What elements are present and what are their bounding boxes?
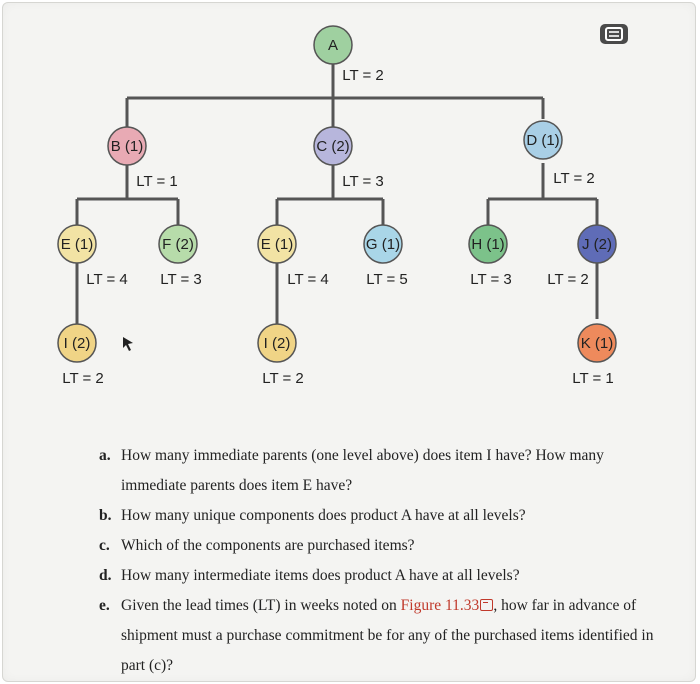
- node-circle: [468, 224, 508, 264]
- product-structure-tree: A B (1) C (2) D (1) E (1) F (2) E (1) G (1) H (1…: [57, 25, 617, 387]
- node-g: G (1): [363, 224, 403, 264]
- external-link-icon[interactable]: [480, 599, 494, 611]
- node-label: A: [328, 37, 338, 54]
- node-label: F (2): [162, 236, 194, 253]
- node-i2: I (2): [257, 323, 297, 363]
- node-label: B (1): [111, 138, 144, 155]
- node-label: G (1): [366, 236, 400, 253]
- glossary-icon[interactable]: [599, 23, 629, 45]
- node-i1: I (2): [57, 323, 97, 363]
- node-circle: [577, 323, 617, 363]
- question-letter: b.: [99, 507, 112, 524]
- node-label: J (2): [582, 236, 612, 253]
- node-circle: [577, 224, 617, 264]
- lead-time-h: LT = 3: [470, 271, 512, 288]
- node-circle: [57, 224, 97, 264]
- node-label: E (1): [61, 236, 94, 253]
- question-d: d. How many intermediate items does prod…: [99, 561, 659, 591]
- node-label: D (1): [526, 132, 559, 149]
- figure-link[interactable]: Figure 11.33: [400, 597, 480, 614]
- node-f: F (2): [158, 224, 198, 264]
- lead-time-g: LT = 5: [366, 271, 408, 288]
- node-circle: [57, 323, 97, 363]
- question-letter: d.: [99, 567, 112, 584]
- lead-time-labels: LT = 2 LT = 1 LT = 3 LT = 2 LT = 4 LT = 3 LT =…: [62, 67, 614, 387]
- question-text: Which of the components are purchased it…: [121, 537, 415, 554]
- node-b: B (1): [107, 126, 147, 166]
- tree-connectors: [75, 63, 599, 327]
- lead-time-a: LT = 2: [342, 67, 384, 84]
- node-label: I (2): [64, 335, 91, 352]
- question-list: a. How many immediate parents (one level…: [99, 441, 659, 681]
- question-letter: a.: [99, 447, 111, 464]
- node-circle: [158, 224, 198, 264]
- node-label: K (1): [581, 335, 614, 352]
- question-c: c. Which of the components are purchased…: [99, 531, 659, 561]
- question-e: e. Given the lead times (LT) in weeks no…: [99, 591, 659, 681]
- node-h: H (1): [468, 224, 508, 264]
- question-letter: e.: [99, 597, 110, 614]
- lead-time-e1: LT = 4: [86, 271, 128, 288]
- node-k: K (1): [577, 323, 617, 363]
- lead-time-k: LT = 1: [572, 370, 614, 387]
- node-circle: [257, 224, 297, 264]
- node-e2: E (1): [257, 224, 297, 264]
- node-d: D (1): [523, 120, 563, 160]
- question-text: How many unique components does product …: [121, 507, 526, 524]
- question-text-before: Given the lead times (LT) in weeks noted…: [121, 597, 401, 614]
- node-circle: [523, 120, 563, 160]
- cursor-arrow-icon: [123, 337, 133, 351]
- node-j: J (2): [577, 224, 617, 264]
- node-label: C (2): [316, 138, 349, 155]
- node-circle: [313, 25, 353, 65]
- question-b: b. How many unique components does produ…: [99, 501, 659, 531]
- question-text-after: , how far in advance of shipment must a …: [121, 597, 654, 674]
- question-a: a. How many immediate parents (one level…: [99, 441, 659, 501]
- node-a: A: [313, 25, 353, 65]
- lead-time-c: LT = 3: [342, 173, 384, 190]
- lead-time-d: LT = 2: [553, 170, 595, 187]
- lead-time-i1: LT = 2: [62, 370, 104, 387]
- question-text: How many intermediate items does product…: [121, 567, 520, 584]
- tree-nodes: A B (1) C (2) D (1) E (1) F (2) E (1) G (1) H (1…: [57, 25, 617, 363]
- node-circle: [313, 126, 353, 166]
- node-e1: E (1): [57, 224, 97, 264]
- node-label: I (2): [264, 335, 291, 352]
- node-circle: [363, 224, 403, 264]
- lead-time-b: LT = 1: [136, 173, 178, 190]
- node-circle: [257, 323, 297, 363]
- lead-time-e2: LT = 4: [287, 271, 329, 288]
- question-text: How many immediate parents (one level ab…: [121, 447, 604, 494]
- node-label: E (1): [261, 236, 294, 253]
- lead-time-f: LT = 3: [160, 271, 202, 288]
- node-label: H (1): [471, 236, 504, 253]
- node-c: C (2): [313, 126, 353, 166]
- node-circle: [107, 126, 147, 166]
- lead-time-j: LT = 2: [547, 271, 589, 288]
- question-letter: c.: [99, 537, 110, 554]
- lead-time-i2: LT = 2: [262, 370, 304, 387]
